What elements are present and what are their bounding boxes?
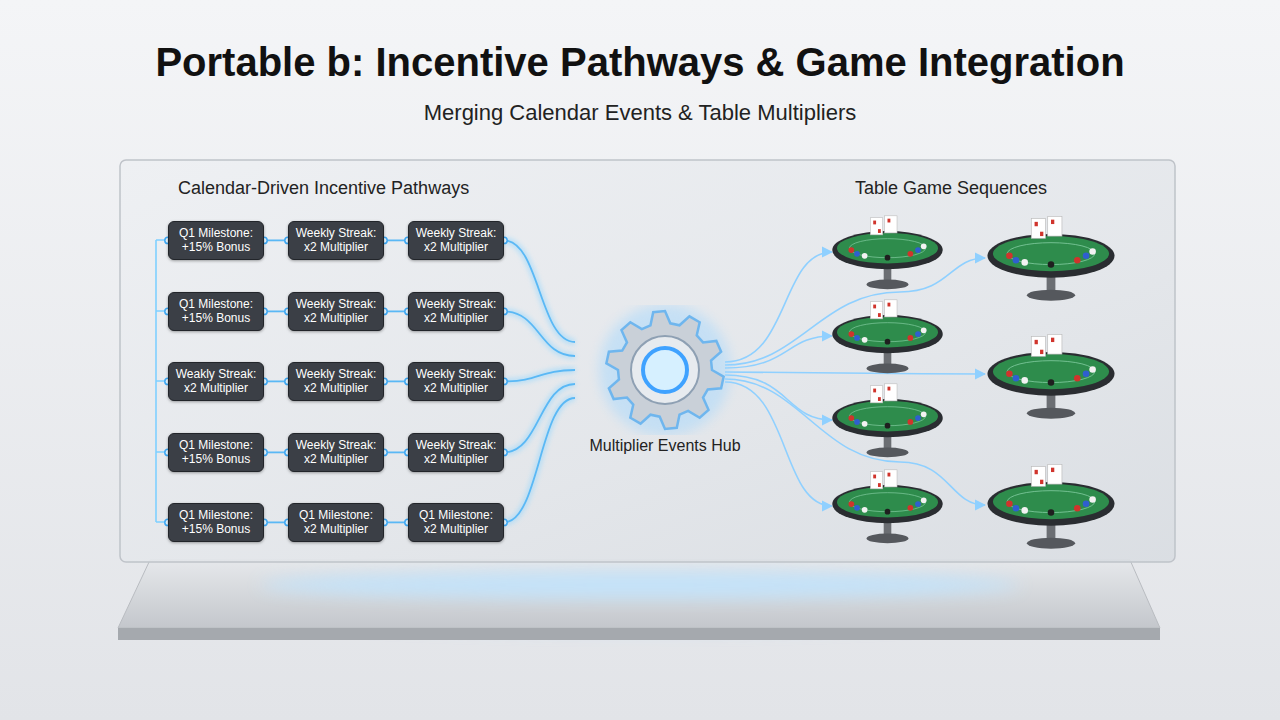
incentive-pill: Weekly Streak: x2 Multiplier <box>288 221 384 260</box>
pill-text: Q1 Milestone: +15% Bonus <box>175 438 257 467</box>
incentive-pill: Weakly Streak: x2 Multiplier <box>168 362 264 401</box>
pill-text: Q1 Milestone: +15% Bonus <box>175 508 257 537</box>
pill-text: Q1 Milestone: +15% Bonus <box>175 226 257 255</box>
incentive-pill: Q1 Milestone: +15% Bonus <box>168 292 264 331</box>
section-heading: Calendar-Driven Incentive Pathways <box>178 178 469 199</box>
glass-panel <box>120 160 1175 562</box>
incentive-pill: Q1 Milestone: +15% Bonus <box>168 433 264 472</box>
incentive-pill: Weekly Streak: x2 Multiplier <box>408 362 504 401</box>
table-game <box>832 216 1114 549</box>
connector <box>504 370 575 381</box>
gear-icon <box>575 305 755 435</box>
incentive-pill: Q1 Milestone: x2 Multiplier <box>288 503 384 542</box>
gear-ring <box>631 336 699 404</box>
connector-glow <box>504 384 575 452</box>
tablet-base <box>118 560 1160 628</box>
incentive-pill: Weekly Streak: x2 Multiplier <box>288 292 384 331</box>
pill-text: Q1 Milestone: +15% Bonus <box>175 297 257 326</box>
pill-text: Weekly Streak: x2 Multiplier <box>415 367 497 396</box>
pill-text: Weekly Streak: x2 Multiplier <box>295 438 377 467</box>
tablet-glow <box>260 571 1020 599</box>
pill-text: Weekly Streak: x2 Multiplier <box>415 297 497 326</box>
connector-glow <box>504 311 575 356</box>
tablet-edge <box>118 628 1160 640</box>
connector-glow <box>504 240 575 342</box>
pill-text: Weekly Streak: x2 Multiplier <box>415 438 497 467</box>
connector <box>504 311 575 356</box>
diagram-title: Portable b: Incentive Pathways & Game In… <box>0 40 1280 85</box>
pill-text: Weekly Streak: x2 Multiplier <box>295 367 377 396</box>
incentive-pill: Weekly Streak: x2 Multiplier <box>288 362 384 401</box>
section-heading: Table Game Sequences <box>855 178 1047 199</box>
gear-core <box>643 348 687 392</box>
incentive-pill: Q1 Milestone: +15% Bonus <box>168 221 264 260</box>
incentive-pill: Weekly Streak: x2 Multiplier <box>408 433 504 472</box>
incentive-pill: Weekly Streak: x2 Multiplier <box>408 221 504 260</box>
pill-text: Weakly Streak: x2 Multiplier <box>175 367 257 396</box>
pill-text: Weekly Streak: x2 Multiplier <box>295 226 377 255</box>
pill-text: Weekly Streak: x2 Multiplier <box>415 226 497 255</box>
pill-text: Weekly Streak: x2 Multiplier <box>295 297 377 326</box>
incentive-pill: Weekly Streak: x2 Multiplier <box>288 433 384 472</box>
panel-glow-edge <box>122 554 1173 557</box>
incentive-pill: Weekly Streak: x2 Multiplier <box>408 292 504 331</box>
connector <box>504 398 575 522</box>
incentive-pill: Q1 Milestone: x2 Multiplier <box>408 503 504 542</box>
connector <box>504 384 575 452</box>
hub-table-lines <box>725 252 985 506</box>
gear-body <box>606 311 723 429</box>
connector <box>504 240 575 342</box>
gear-glow <box>599 305 731 435</box>
connector-glow <box>504 370 575 381</box>
incentive-pill: Q1 Milestone: +15% Bonus <box>168 503 264 542</box>
pill-text: Q1 Milestone: x2 Multiplier <box>415 508 497 537</box>
pill-text: Q1 Milestone: x2 Multiplier <box>295 508 377 537</box>
subtitle: Merging Calendar Events & Table Multipli… <box>0 100 1280 126</box>
hub-node: Multiplier Events Hub <box>575 305 755 455</box>
hub-label: Multiplier Events Hub <box>575 437 755 455</box>
